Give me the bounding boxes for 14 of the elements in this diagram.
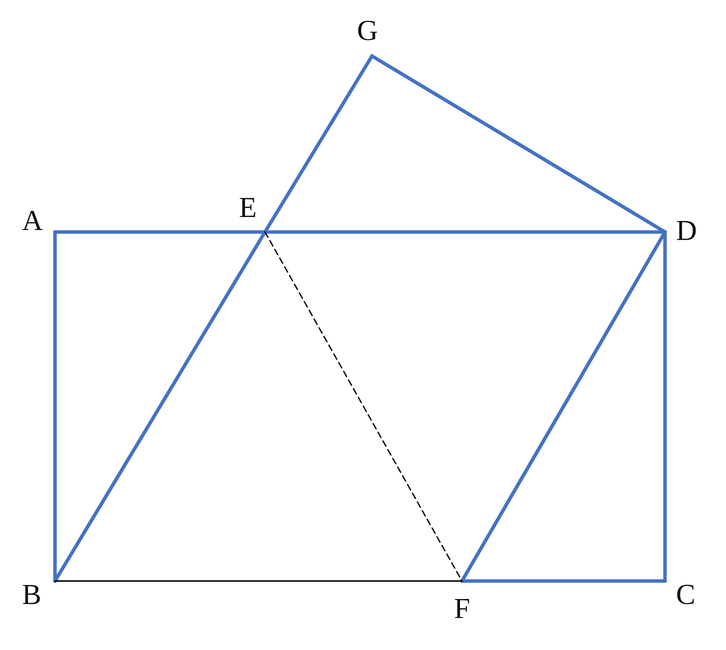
line-segment (663, 230, 667, 583)
point-label: G (357, 16, 378, 46)
line-segment (460, 230, 667, 583)
line-segment (370, 54, 667, 234)
point-label: B (22, 580, 42, 610)
point-label: D (676, 216, 697, 246)
point-label: F (454, 594, 470, 624)
point-label: E (239, 193, 257, 223)
dashed-segment (264, 231, 463, 582)
point-label: A (22, 206, 43, 236)
line-segment (54, 580, 463, 582)
line-segment (53, 230, 57, 583)
line-segment (460, 579, 667, 583)
point-label: C (676, 580, 696, 610)
